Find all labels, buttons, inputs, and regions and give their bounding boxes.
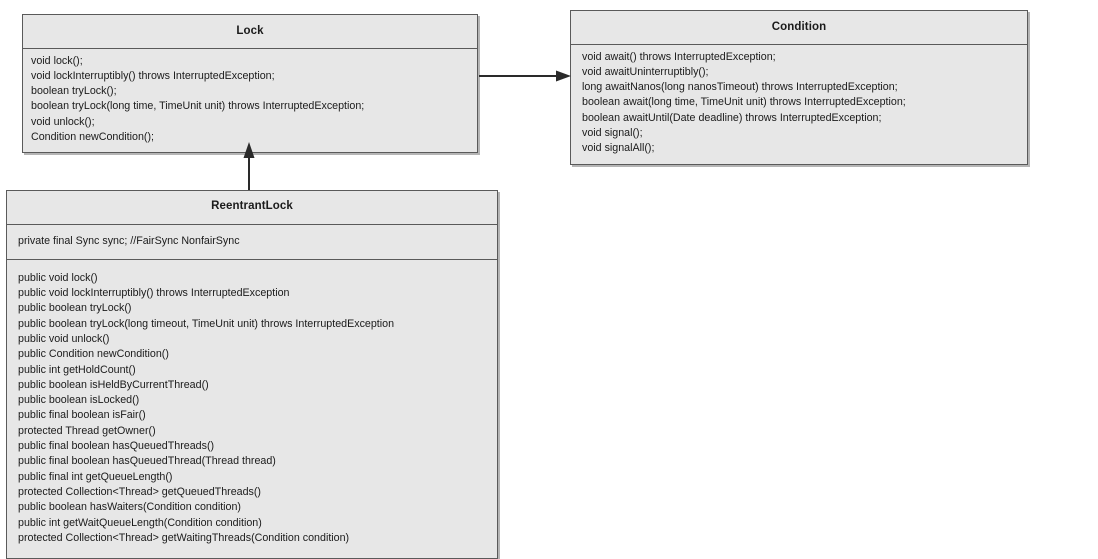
class-method: public void lockInterruptibly() throws I… <box>18 287 290 300</box>
class-member: void signalAll(); <box>582 142 655 155</box>
class-method: public boolean isHeldByCurrentThread() <box>18 378 209 391</box>
class-method: public final int getQueueLength() <box>18 470 173 483</box>
class-method: protected Thread getOwner() <box>18 424 156 437</box>
class-method: public final boolean isFair() <box>18 409 146 422</box>
class-method: public void unlock() <box>18 332 110 345</box>
class-box-condition[interactable]: Condition void await() throws Interrupte… <box>570 10 1028 165</box>
class-title-condition: Condition <box>571 11 1027 45</box>
class-member: void lockInterruptibly() throws Interrup… <box>31 69 275 82</box>
class-box-lock[interactable]: Lock void lock(); void lockInterruptibly… <box>22 14 478 154</box>
class-fields-reentrantlock: private final Sync sync; //FairSync Nonf… <box>7 224 497 260</box>
class-member: boolean awaitUntil(Date deadline) throws… <box>582 111 882 124</box>
class-method: protected Collection<Thread> getQueuedTh… <box>18 485 261 498</box>
class-members-lock: void lock(); void lockInterruptibly() th… <box>23 48 477 153</box>
class-method: public boolean isLocked() <box>18 394 140 407</box>
class-method: public final boolean hasQueuedThread(Thr… <box>18 455 276 468</box>
class-member: Condition newCondition(); <box>31 130 154 143</box>
class-method: public boolean hasWaiters(Condition cond… <box>18 501 241 514</box>
class-method: public int getHoldCount() <box>18 363 136 376</box>
class-method: public final boolean hasQueuedThreads() <box>18 440 215 453</box>
class-member: boolean tryLock(); <box>31 85 117 98</box>
class-methods-reentrantlock: public void lock() public void lockInter… <box>7 259 497 559</box>
class-member: boolean await(long time, TimeUnit unit) … <box>582 96 906 109</box>
class-member: void unlock(); <box>31 115 95 128</box>
connector-lock-to-condition <box>479 70 571 82</box>
class-method: public boolean tryLock(long timeout, Tim… <box>18 317 395 330</box>
class-member: boolean tryLock(long time, TimeUnit unit… <box>31 100 365 113</box>
class-member: void signal(); <box>582 126 643 139</box>
class-title-reentrantlock: ReentrantLock <box>7 191 497 225</box>
class-box-reentrantlock[interactable]: ReentrantLock private final Sync sync; /… <box>6 190 498 559</box>
class-field: private final Sync sync; //FairSync Nonf… <box>18 234 240 247</box>
class-member: void lock(); <box>31 54 83 67</box>
class-members-condition: void await() throws InterruptedException… <box>571 44 1027 164</box>
class-method: public boolean tryLock() <box>18 302 132 315</box>
class-member: long awaitNanos(long nanosTimeout) throw… <box>582 81 898 94</box>
class-member: void awaitUninterruptibly(); <box>582 65 709 78</box>
class-title-lock: Lock <box>23 15 477 49</box>
class-method: public void lock() <box>18 271 98 284</box>
class-method: protected Collection<Thread> getWaitingT… <box>18 531 350 544</box>
class-method: public int getWaitQueueLength(Condition … <box>18 516 262 529</box>
class-member: void await() throws InterruptedException… <box>582 50 776 63</box>
class-method: public Condition newCondition() <box>18 348 169 361</box>
